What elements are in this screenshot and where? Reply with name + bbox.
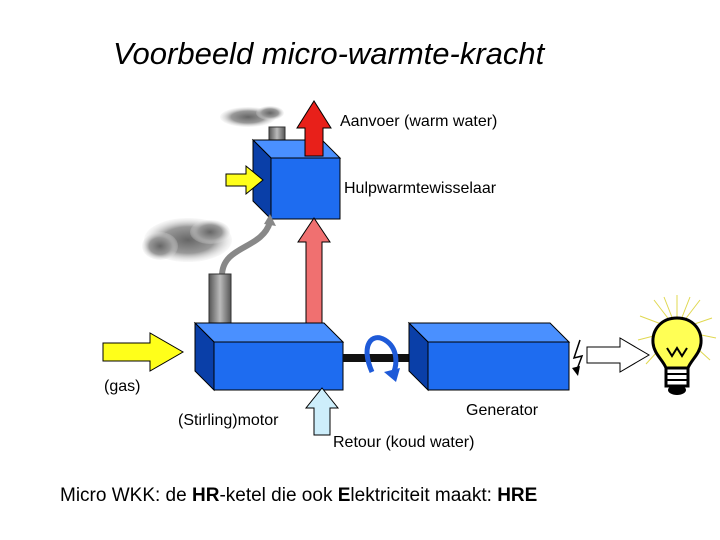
- supply-label: Aanvoer (warm water): [340, 113, 498, 130]
- lower-smoke-icon: [142, 218, 232, 262]
- heat-input-arrow: [225, 164, 264, 196]
- riser-arrow: [297, 217, 331, 333]
- lower-chimney: [208, 273, 232, 331]
- page-title: Voorbeeld micro-warmte-kracht: [113, 36, 545, 71]
- caption: Micro WKK: de HR-ketel die ook Elektrici…: [60, 485, 537, 507]
- motor-box: [193, 321, 345, 392]
- electricity-arrow: [586, 337, 650, 373]
- rotation-arrow-icon: [364, 335, 400, 382]
- caption-e: E: [337, 485, 351, 506]
- caption-hre: HRE: [497, 485, 538, 506]
- return-label: Retour (koud water): [333, 434, 475, 451]
- gas-arrow: [102, 332, 185, 372]
- gas-label: (gas): [104, 378, 141, 395]
- supply-arrow: [296, 100, 332, 157]
- heat-exchanger-box: [251, 138, 342, 221]
- heat-exchanger-label: Hulpwarmtewisselaar: [344, 180, 497, 197]
- return-arrow: [304, 387, 340, 436]
- caption-part3: lektriciteit maakt:: [350, 485, 498, 506]
- caption-hr: HR: [191, 485, 220, 506]
- drive-shaft: [343, 354, 427, 362]
- bulb-glass: [651, 316, 703, 395]
- generator-label: Generator: [466, 402, 539, 419]
- exhaust-pipe: [219, 220, 273, 277]
- motor-label: (Stirling)motor: [178, 412, 279, 429]
- caption-part2: -ketel die ook: [219, 485, 338, 506]
- upper-smoke-icon: [220, 106, 284, 127]
- generator-box: [407, 321, 571, 392]
- caption-part1: Micro WKK: de: [60, 485, 192, 506]
- lightning-icon: [572, 339, 584, 373]
